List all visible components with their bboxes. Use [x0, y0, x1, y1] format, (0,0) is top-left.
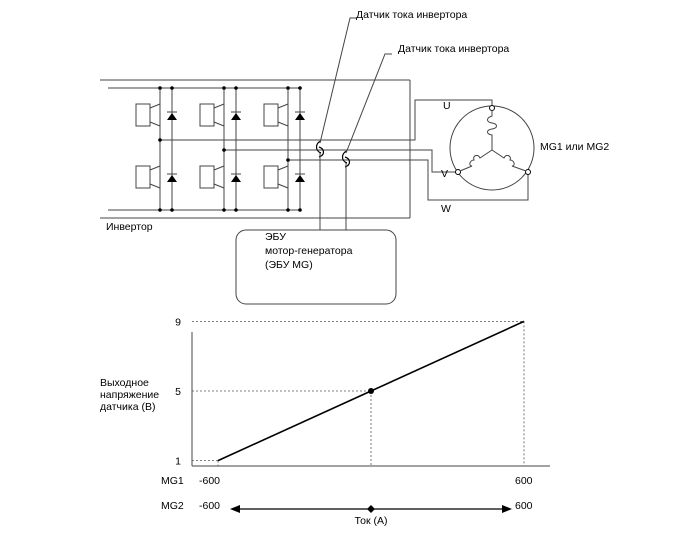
diode-icon: [167, 175, 177, 182]
y-tick-label: 9: [175, 316, 181, 328]
igbt-icon: [199, 165, 215, 189]
x-row-1-min-label: -600: [199, 475, 220, 487]
phase-leg-3: [263, 86, 305, 212]
x-row-2-min-label: -600: [199, 500, 220, 512]
current-sensor-2-icon: [341, 150, 348, 164]
diode-icon: [231, 175, 241, 182]
x-axis-label: Ток (А): [355, 515, 388, 527]
phase-w-label: W: [441, 203, 451, 215]
sensor-leader-2: [345, 53, 392, 154]
phase-u-label: U: [443, 100, 451, 112]
igbt-icon: [199, 103, 215, 127]
phase-leg-2: [199, 86, 241, 212]
ecu-box: [235, 229, 397, 305]
w-line: [410, 159, 529, 201]
ecu-label-line3: (ЭБУ MG): [265, 259, 313, 271]
winding-u-icon: [487, 110, 497, 150]
winding-v-icon: [459, 149, 493, 172]
x-row-1-name: MG1: [161, 475, 184, 487]
sensor-output-chart: Выходное напряжение датчика (В) 159 MG1 …: [100, 316, 550, 527]
igbt-icon: [135, 165, 151, 189]
arrow-left-icon: [230, 505, 240, 513]
phase-v-label: V: [441, 168, 448, 180]
igbt-icon: [263, 165, 279, 189]
sensor-label-2: Датчик тока инвертора: [398, 43, 509, 55]
motor-label: MG1 или MG2: [540, 141, 609, 153]
x-row-2-max-label: 600: [515, 500, 533, 512]
current-sensor-1-icon: [315, 140, 322, 154]
sensor-label-1: Датчик тока инвертора: [356, 9, 467, 21]
sensor-leader-1: [319, 17, 356, 144]
y-axis-label-line3: датчика (В): [100, 401, 155, 413]
circuit-diagram: Датчик тока инвертора Датчик тока инверт…: [100, 9, 609, 305]
igbt-icon: [135, 103, 151, 127]
diode-icon: [295, 113, 305, 120]
y-tick-label: 5: [175, 386, 181, 398]
u-line: [330, 99, 493, 141]
y-tick-label: 1: [175, 456, 181, 468]
motor-symbol: [449, 105, 535, 191]
winding-w-icon: [491, 149, 527, 172]
v-line: [415, 149, 458, 173]
diode-icon: [295, 175, 305, 182]
igbt-icon: [263, 103, 279, 127]
y-axis-label-line1: Выходное: [100, 377, 149, 389]
data-point: [368, 388, 374, 394]
diode-icon: [167, 113, 177, 120]
ecu-label-line1: ЭБУ: [265, 231, 286, 243]
y-axis-label-line2: напряжение: [100, 389, 159, 401]
inverter-label: Инвертор: [106, 221, 153, 233]
x-row-2-name: MG2: [161, 500, 184, 512]
zero-marker-icon: [367, 505, 375, 513]
ecu-label-line2: мотор-генератора: [265, 245, 353, 257]
diode-icon: [231, 113, 241, 120]
x-row-1-max-label: 600: [515, 475, 533, 487]
arrow-right-icon: [502, 505, 512, 513]
phase-leg-1: [135, 86, 177, 212]
